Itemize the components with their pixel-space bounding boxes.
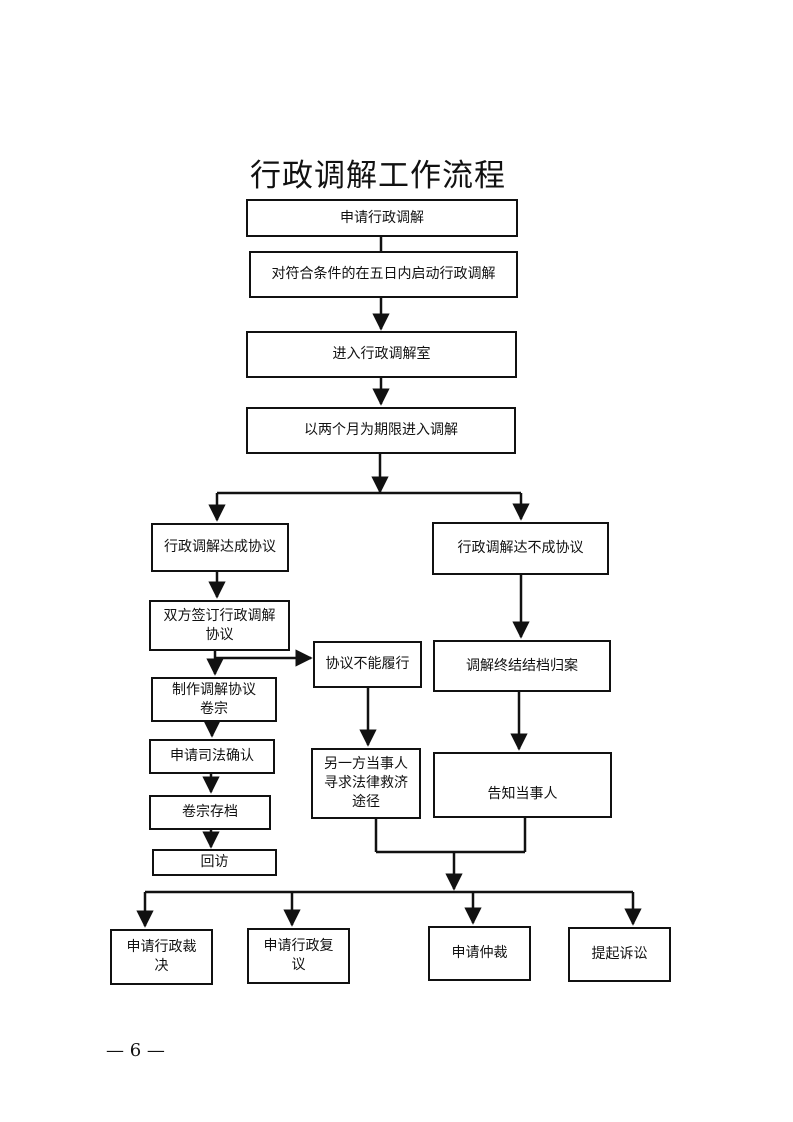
step-two-months: 以两个月为期限进入调解 — [246, 407, 516, 454]
step-revisit: 回访 — [152, 849, 277, 876]
outcome-review: 申请行政复 议 — [247, 928, 350, 984]
page-number: — 6 — — [106, 1040, 165, 1061]
step-archive: 卷宗存档 — [149, 795, 271, 830]
step-notify: 告知当事人 — [433, 752, 612, 818]
step-no-agreement: 行政调解达不成协议 — [432, 522, 609, 575]
step-sign: 双方签订行政调解 协议 — [149, 600, 290, 651]
outcome-arbitration: 申请仲裁 — [428, 926, 531, 981]
step-end-archive: 调解终结结档归案 — [433, 640, 611, 692]
step-enter-room: 进入行政调解室 — [246, 331, 517, 378]
page-title: 行政调解工作流程 — [250, 158, 506, 194]
step-start: 对符合条件的在五日内启动行政调解 — [249, 251, 518, 298]
step-other-party: 另一方当事人 寻求法律救济 途径 — [311, 748, 421, 819]
step-make-file: 制作调解协议 卷宗 — [151, 677, 277, 722]
step-not-performed: 协议不能履行 — [313, 641, 422, 688]
step-agreement: 行政调解达成协议 — [151, 523, 289, 572]
outcome-ruling: 申请行政裁 决 — [110, 929, 213, 985]
step-apply: 申请行政调解 — [246, 199, 518, 237]
step-judicial: 申请司法确认 — [149, 739, 275, 774]
outcome-lawsuit: 提起诉讼 — [568, 927, 671, 982]
